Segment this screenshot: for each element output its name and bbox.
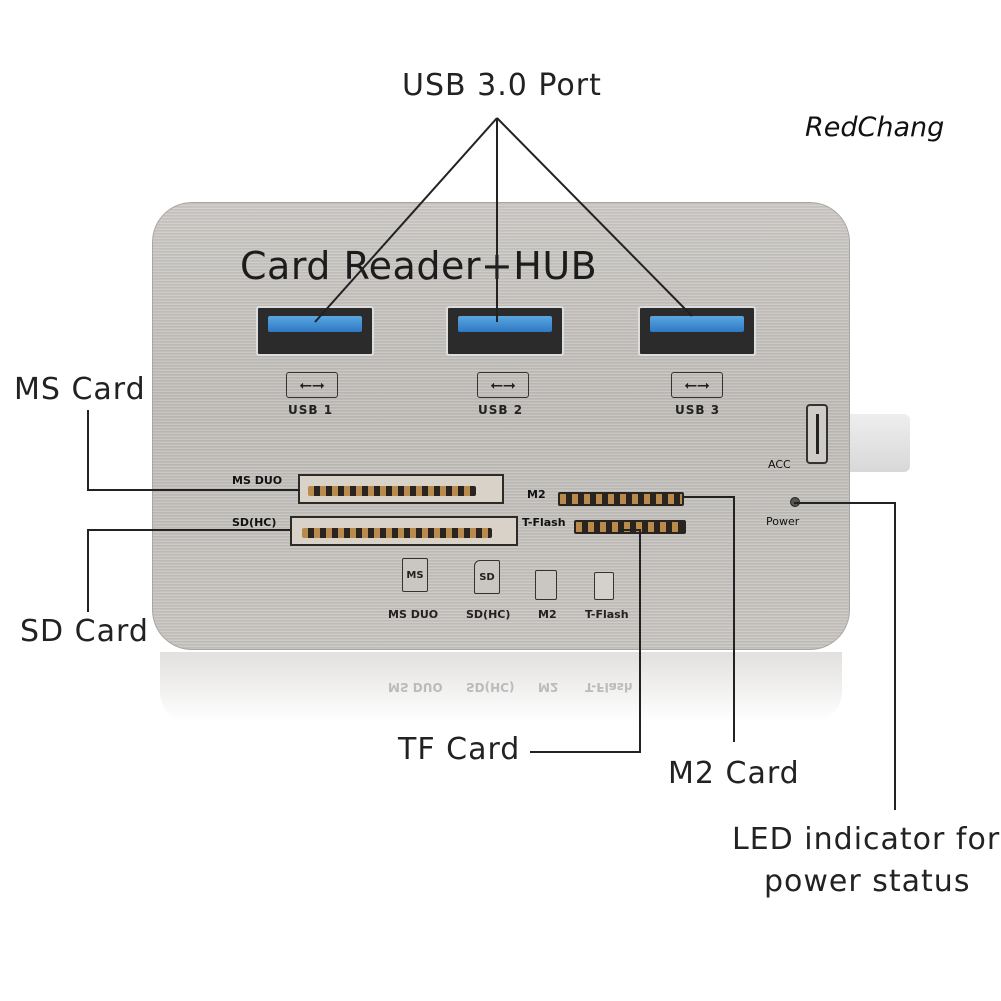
t-flash-icon-label: T-Flash [585, 608, 629, 621]
acc-label: ACC [768, 458, 791, 471]
ms-duo-slot-label: MS DUO [232, 474, 283, 487]
usb-cable [850, 414, 910, 472]
m2-slot[interactable] [558, 492, 684, 506]
device-title: Card Reader+HUB [240, 244, 598, 288]
t-flash-slot-label: T-Flash [522, 516, 566, 529]
ms-duo-slot[interactable] [298, 474, 504, 504]
power-label: Power [766, 515, 800, 528]
ms-callout-line [87, 410, 300, 491]
sd-card-callout: SD Card [20, 614, 149, 649]
sd-callout-line [87, 529, 290, 612]
m2-callout-line [684, 496, 735, 742]
t-flash-slot[interactable] [574, 520, 686, 534]
sd-hc-slot[interactable] [290, 516, 518, 546]
hub-reflection [160, 652, 842, 722]
watermark-text: RedChang [805, 112, 945, 143]
tf-callout-line [530, 529, 641, 753]
usb-icon: ⭠⭢ [671, 372, 723, 398]
usb-icon: ⭠⭢ [477, 372, 529, 398]
ms-card-callout: MS Card [14, 372, 146, 407]
usb-port-2-label: USB 2 [478, 403, 524, 417]
usb-callout-line-1 [314, 117, 498, 323]
m2-icon-label: M2 [538, 608, 557, 621]
usb-icon: ⭠⭢ [286, 372, 338, 398]
sd-card-icon: SD [474, 560, 500, 594]
usb-port-callout: USB 3.0 Port [402, 68, 602, 103]
m2-slot-label: M2 [527, 488, 546, 501]
usb-port-2[interactable] [446, 306, 564, 356]
acc-slot[interactable] [806, 404, 828, 464]
tf-card-callout: TF Card [398, 732, 521, 767]
m2-card-icon [535, 570, 557, 600]
usb-port-3[interactable] [638, 306, 756, 356]
usb-callout-line-3 [496, 117, 693, 317]
usb-port-1[interactable] [256, 306, 374, 356]
usb-port-1-label: USB 1 [288, 403, 334, 417]
led-callout-line [794, 502, 896, 810]
sd-hc-slot-label: SD(HC) [232, 516, 277, 529]
tf-card-icon [594, 572, 614, 600]
m2-card-callout: M2 Card [668, 756, 800, 791]
ms-card-icon: MS [402, 558, 428, 592]
usb-port-3-label: USB 3 [675, 403, 721, 417]
led-callout-line-1: LED indicator for [732, 822, 1001, 857]
led-callout-line-2: power status [764, 864, 971, 899]
ms-duo-icon-label: MS DUO [388, 608, 439, 621]
sd-hc-icon-label: SD(HC) [466, 608, 511, 621]
